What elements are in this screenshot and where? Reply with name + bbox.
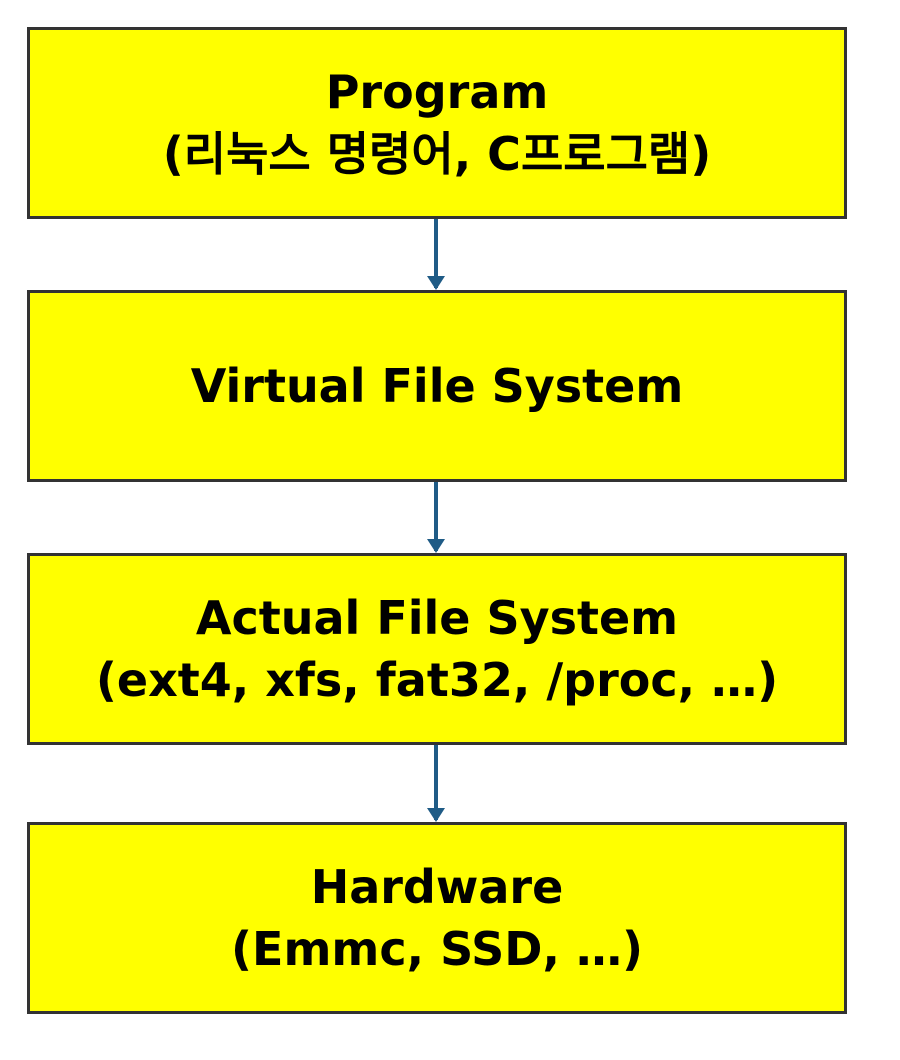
arrow-down-icon	[427, 219, 445, 290]
actual-file-system-layer-box: Actual File System (ext4, xfs, fat32, /p…	[27, 553, 847, 745]
actual-file-system-layer-title: Actual File System	[195, 591, 679, 645]
actual-file-system-layer-subtitle: (ext4, xfs, fat32, /proc, …)	[95, 653, 779, 707]
hardware-layer-box: Hardware (Emmc, SSD, …)	[27, 822, 847, 1014]
arrow-down-icon	[427, 745, 445, 822]
hardware-layer-title: Hardware	[310, 860, 564, 914]
program-layer-box: Program (리눅스 명령어, C프로그램)	[27, 27, 847, 219]
virtual-file-system-layer-title: Virtual File System	[190, 359, 684, 413]
virtual-file-system-layer-box: Virtual File System	[27, 290, 847, 482]
program-layer-subtitle: (리눅스 명령어, C프로그램)	[162, 127, 712, 181]
arrow-down-icon	[427, 482, 445, 553]
program-layer-title: Program	[325, 65, 549, 119]
hardware-layer-subtitle: (Emmc, SSD, …)	[231, 922, 643, 976]
